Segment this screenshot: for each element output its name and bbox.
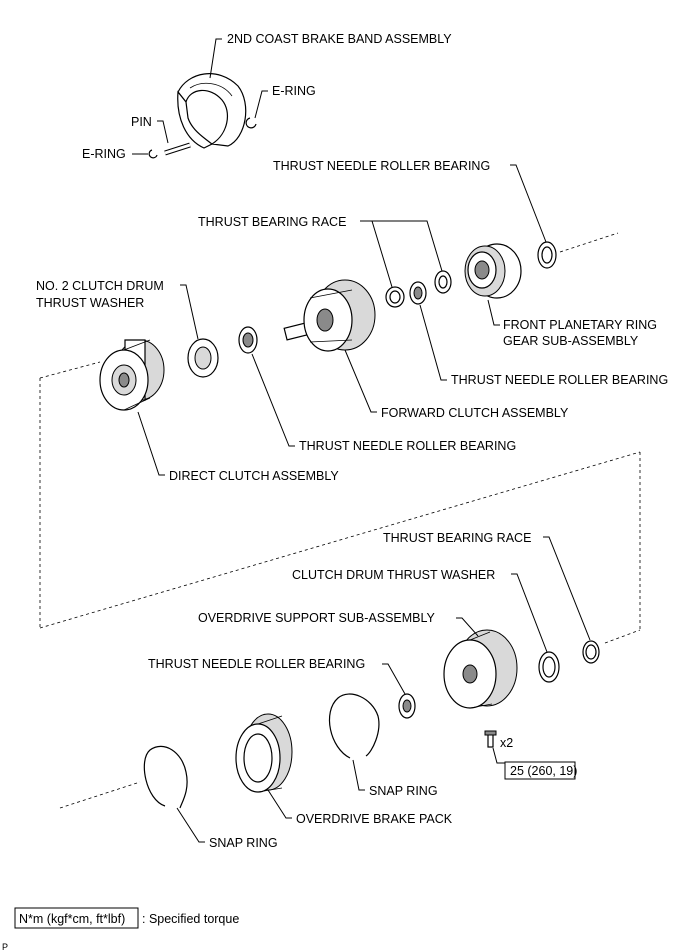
label-snap-ring-left: SNAP RING bbox=[209, 836, 278, 850]
snap-ring-right-part bbox=[328, 693, 380, 759]
thrust-bearing-race-lower bbox=[582, 640, 600, 664]
e-ring-left bbox=[148, 149, 158, 159]
thrust-bearing-race-small bbox=[385, 286, 405, 308]
torque-box bbox=[504, 761, 576, 780]
assembly-center-lines bbox=[39, 232, 641, 809]
overdrive-brake-pack-part bbox=[235, 713, 293, 793]
label-front-planetary-2: GEAR SUB-ASSEMBLY bbox=[503, 334, 639, 348]
label-overdrive-support: OVERDRIVE SUPPORT SUB-ASSEMBLY bbox=[198, 611, 436, 625]
label-e-ring-left: E-RING bbox=[82, 147, 126, 161]
label-bolt-qty: x2 bbox=[500, 736, 513, 750]
label-thrust-bearing-lower: THRUST NEEDLE ROLLER BEARING bbox=[148, 657, 365, 671]
label-forward-clutch: FORWARD CLUTCH ASSEMBLY bbox=[381, 406, 569, 420]
label-thrust-bearing-mid-right: THRUST NEEDLE ROLLER BEARING bbox=[451, 373, 668, 387]
thrust-needle-bearing-lower bbox=[398, 693, 416, 719]
label-thrust-race-lower: THRUST BEARING RACE bbox=[383, 531, 531, 545]
leader-lines bbox=[132, 38, 591, 843]
label-overdrive-brake-pack: OVERDRIVE BRAKE PACK bbox=[296, 812, 453, 826]
label-clutch-drum-washer-2: THRUST WASHER bbox=[36, 296, 144, 310]
thrust-needle-roller-bearing-top bbox=[537, 241, 557, 269]
thrust-needle-bearing-mid-right bbox=[409, 281, 427, 305]
brake-band-assembly bbox=[177, 73, 247, 149]
e-ring-right bbox=[245, 117, 257, 129]
thrust-needle-bearing-mid bbox=[238, 326, 258, 354]
thrust-bearing-race-top bbox=[434, 270, 452, 294]
label-snap-ring-right: SNAP RING bbox=[369, 784, 438, 798]
legend-description: : Specified torque bbox=[142, 912, 239, 926]
corner-mark: P bbox=[2, 942, 8, 952]
no2-clutch-drum-thrust-washer bbox=[187, 338, 219, 378]
label-clutch-drum-thrust-washer: CLUTCH DRUM THRUST WASHER bbox=[292, 568, 495, 582]
label-thrust-bearing-mid: THRUST NEEDLE ROLLER BEARING bbox=[299, 439, 516, 453]
label-torque-value: 25 (260, 19) bbox=[510, 764, 577, 778]
label-direct-clutch: DIRECT CLUTCH ASSEMBLY bbox=[169, 469, 339, 483]
legend-unit-box bbox=[14, 907, 139, 929]
legend: N*m (kgf*cm, ft*lbf) : Specified torque bbox=[14, 907, 239, 929]
forward-clutch-assembly bbox=[283, 279, 376, 352]
label-thrust-bearing-top: THRUST NEEDLE ROLLER BEARING bbox=[273, 159, 490, 173]
bolt-part bbox=[484, 730, 497, 748]
callout-labels: 2ND COAST BRAKE BAND ASSEMBLY E-RING PIN… bbox=[36, 32, 668, 850]
label-thrust-race-top: THRUST BEARING RACE bbox=[198, 215, 346, 229]
clutch-drum-thrust-washer-part bbox=[538, 651, 560, 683]
label-brake-band: 2ND COAST BRAKE BAND ASSEMBLY bbox=[227, 32, 452, 46]
front-planetary-ring-gear bbox=[464, 243, 522, 299]
label-pin: PIN bbox=[131, 115, 152, 129]
snap-ring-left-part bbox=[143, 745, 188, 809]
direct-clutch-assembly bbox=[99, 339, 165, 411]
pin-part bbox=[164, 142, 191, 156]
legend-unit-text: N*m (kgf*cm, ft*lbf) bbox=[19, 912, 125, 926]
label-front-planetary-1: FRONT PLANETARY RING bbox=[503, 318, 657, 332]
label-clutch-drum-washer-1: NO. 2 CLUTCH DRUM bbox=[36, 279, 164, 293]
label-e-ring-right: E-RING bbox=[272, 84, 316, 98]
overdrive-support-sub-assembly bbox=[443, 629, 518, 709]
